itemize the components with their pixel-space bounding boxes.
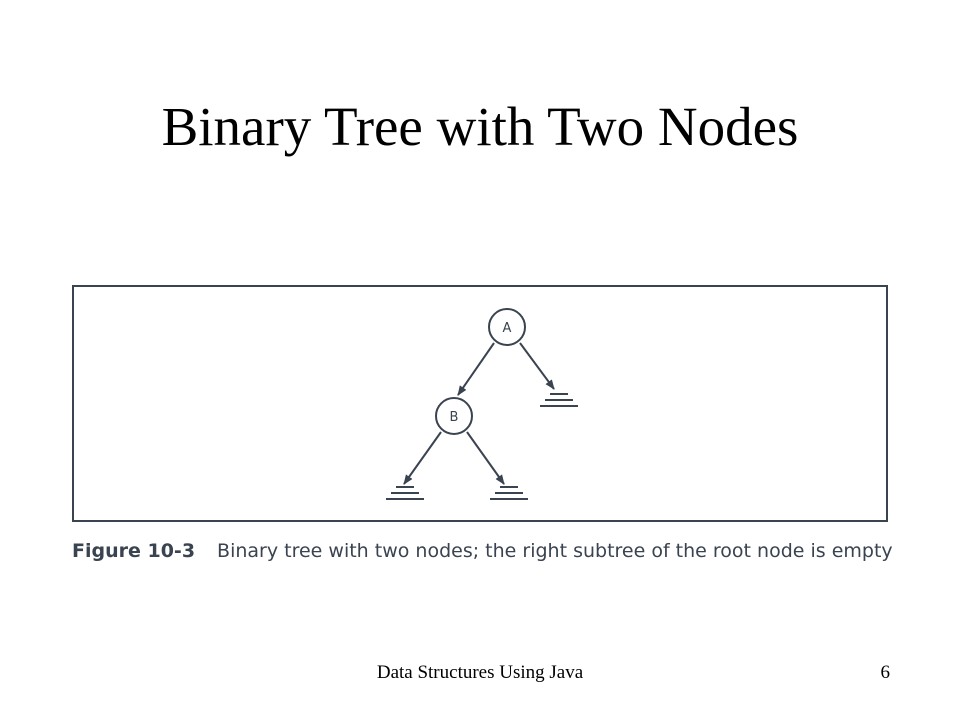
figure-caption-text: Binary tree with two nodes; the right su…	[217, 540, 893, 562]
empty-subtree-icon	[490, 486, 528, 500]
edge-a-to-b	[457, 342, 495, 396]
node-b-label: B	[450, 410, 459, 425]
edge-b-to-empty-left	[403, 431, 442, 485]
footer-course-title: Data Structures Using Java	[376, 662, 584, 683]
tree-node-b: B	[435, 397, 473, 435]
figure-frame: A B	[72, 285, 888, 522]
edge-a-to-empty-right	[519, 342, 555, 390]
binary-tree-diagram: A B	[386, 308, 578, 500]
figure-number: Figure 10-3	[72, 540, 196, 562]
empty-subtree-icon	[386, 486, 424, 500]
slide-number: 6	[880, 662, 891, 683]
tree-node-a: A	[488, 308, 526, 346]
node-a-label: A	[503, 321, 512, 336]
figure-caption: Figure 10-3 Binary tree with two nodes; t…	[72, 538, 893, 564]
edge-b-to-empty-right	[466, 431, 505, 485]
empty-subtree-icon	[540, 393, 578, 407]
slide-title: Binary Tree with Two Nodes	[161, 96, 799, 157]
